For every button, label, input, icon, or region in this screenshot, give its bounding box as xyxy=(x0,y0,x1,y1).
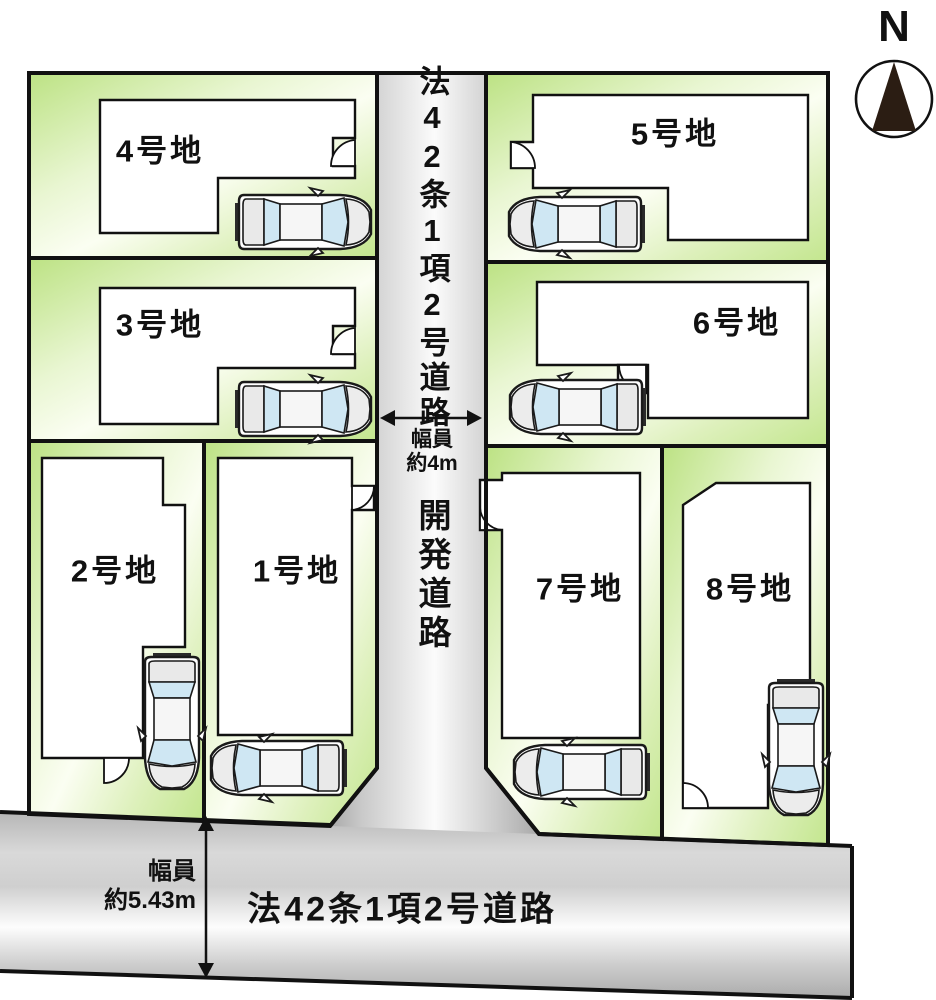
center-road-width-arrow xyxy=(380,410,482,426)
center-road-name-label: 法42条1項2号道路 xyxy=(414,65,450,431)
lot-3-label: 3号地 xyxy=(115,307,205,343)
car-icon-lot3 xyxy=(233,373,373,445)
lot-1-label: 1号地 xyxy=(252,553,342,589)
development-road-name-label: 開発道路 xyxy=(414,498,451,654)
car-icon-lot1 xyxy=(209,732,349,804)
lot-2-label: 2号地 xyxy=(70,553,160,589)
car-icon-lot4 xyxy=(233,186,373,258)
center-road-surface xyxy=(330,73,539,834)
door-arc-icon-lot1 xyxy=(351,485,375,511)
bottom-road-width-line2: 約5.43m xyxy=(103,886,196,914)
car-icon-lot5 xyxy=(507,188,647,260)
car-icon-lot8 xyxy=(760,677,832,817)
center-road-width-line2: 約4m xyxy=(406,452,458,475)
compass-icon xyxy=(854,59,934,139)
lot-8-label: 8号地 xyxy=(705,571,795,607)
lot-5-label: 5号地 xyxy=(630,116,720,152)
bottom-road-width-label: 幅員 約5.43m xyxy=(56,858,196,916)
bottom-road-surface xyxy=(0,812,852,998)
north-label: N xyxy=(878,2,910,51)
car-icon-lot2 xyxy=(136,651,208,791)
building-footprint-lot5 xyxy=(509,93,810,242)
bottom-road-width-line1: 幅員 xyxy=(148,858,196,885)
lot-7-label: 7号地 xyxy=(535,571,625,607)
bottom-road-top-edge-left xyxy=(0,810,331,827)
door-arc-icon-lot4 xyxy=(330,139,356,167)
bottom-road-top-edge-right xyxy=(538,832,853,848)
compass-needle xyxy=(872,62,916,131)
center-road-left-edge xyxy=(328,73,379,828)
bottom-road-width-arrow xyxy=(198,816,214,978)
car-icon-lot7 xyxy=(512,736,652,808)
door-arc-icon-lot5 xyxy=(510,141,536,169)
lot-4-label: 4号地 xyxy=(115,133,205,169)
center-road-right-edge xyxy=(484,73,541,836)
building-footprint-lot6 xyxy=(535,280,810,420)
door-arc-icon-lot8 xyxy=(682,782,709,809)
bottom-road-name-label: 法42条1項2号道路 xyxy=(247,890,557,929)
door-arc-icon-lot2 xyxy=(103,757,130,784)
car-icon-lot6 xyxy=(508,371,648,443)
door-arc-icon-lot3 xyxy=(330,327,356,355)
bottom-road-bottom-edge xyxy=(0,969,853,1000)
center-road-width-line1: 幅員 xyxy=(410,427,453,451)
center-road-width-label: 幅員 約4m xyxy=(406,428,457,476)
building-footprint-lot1 xyxy=(216,456,376,737)
building-footprint-lot2 xyxy=(40,456,187,760)
lot-6-label: 6号地 xyxy=(692,305,782,341)
